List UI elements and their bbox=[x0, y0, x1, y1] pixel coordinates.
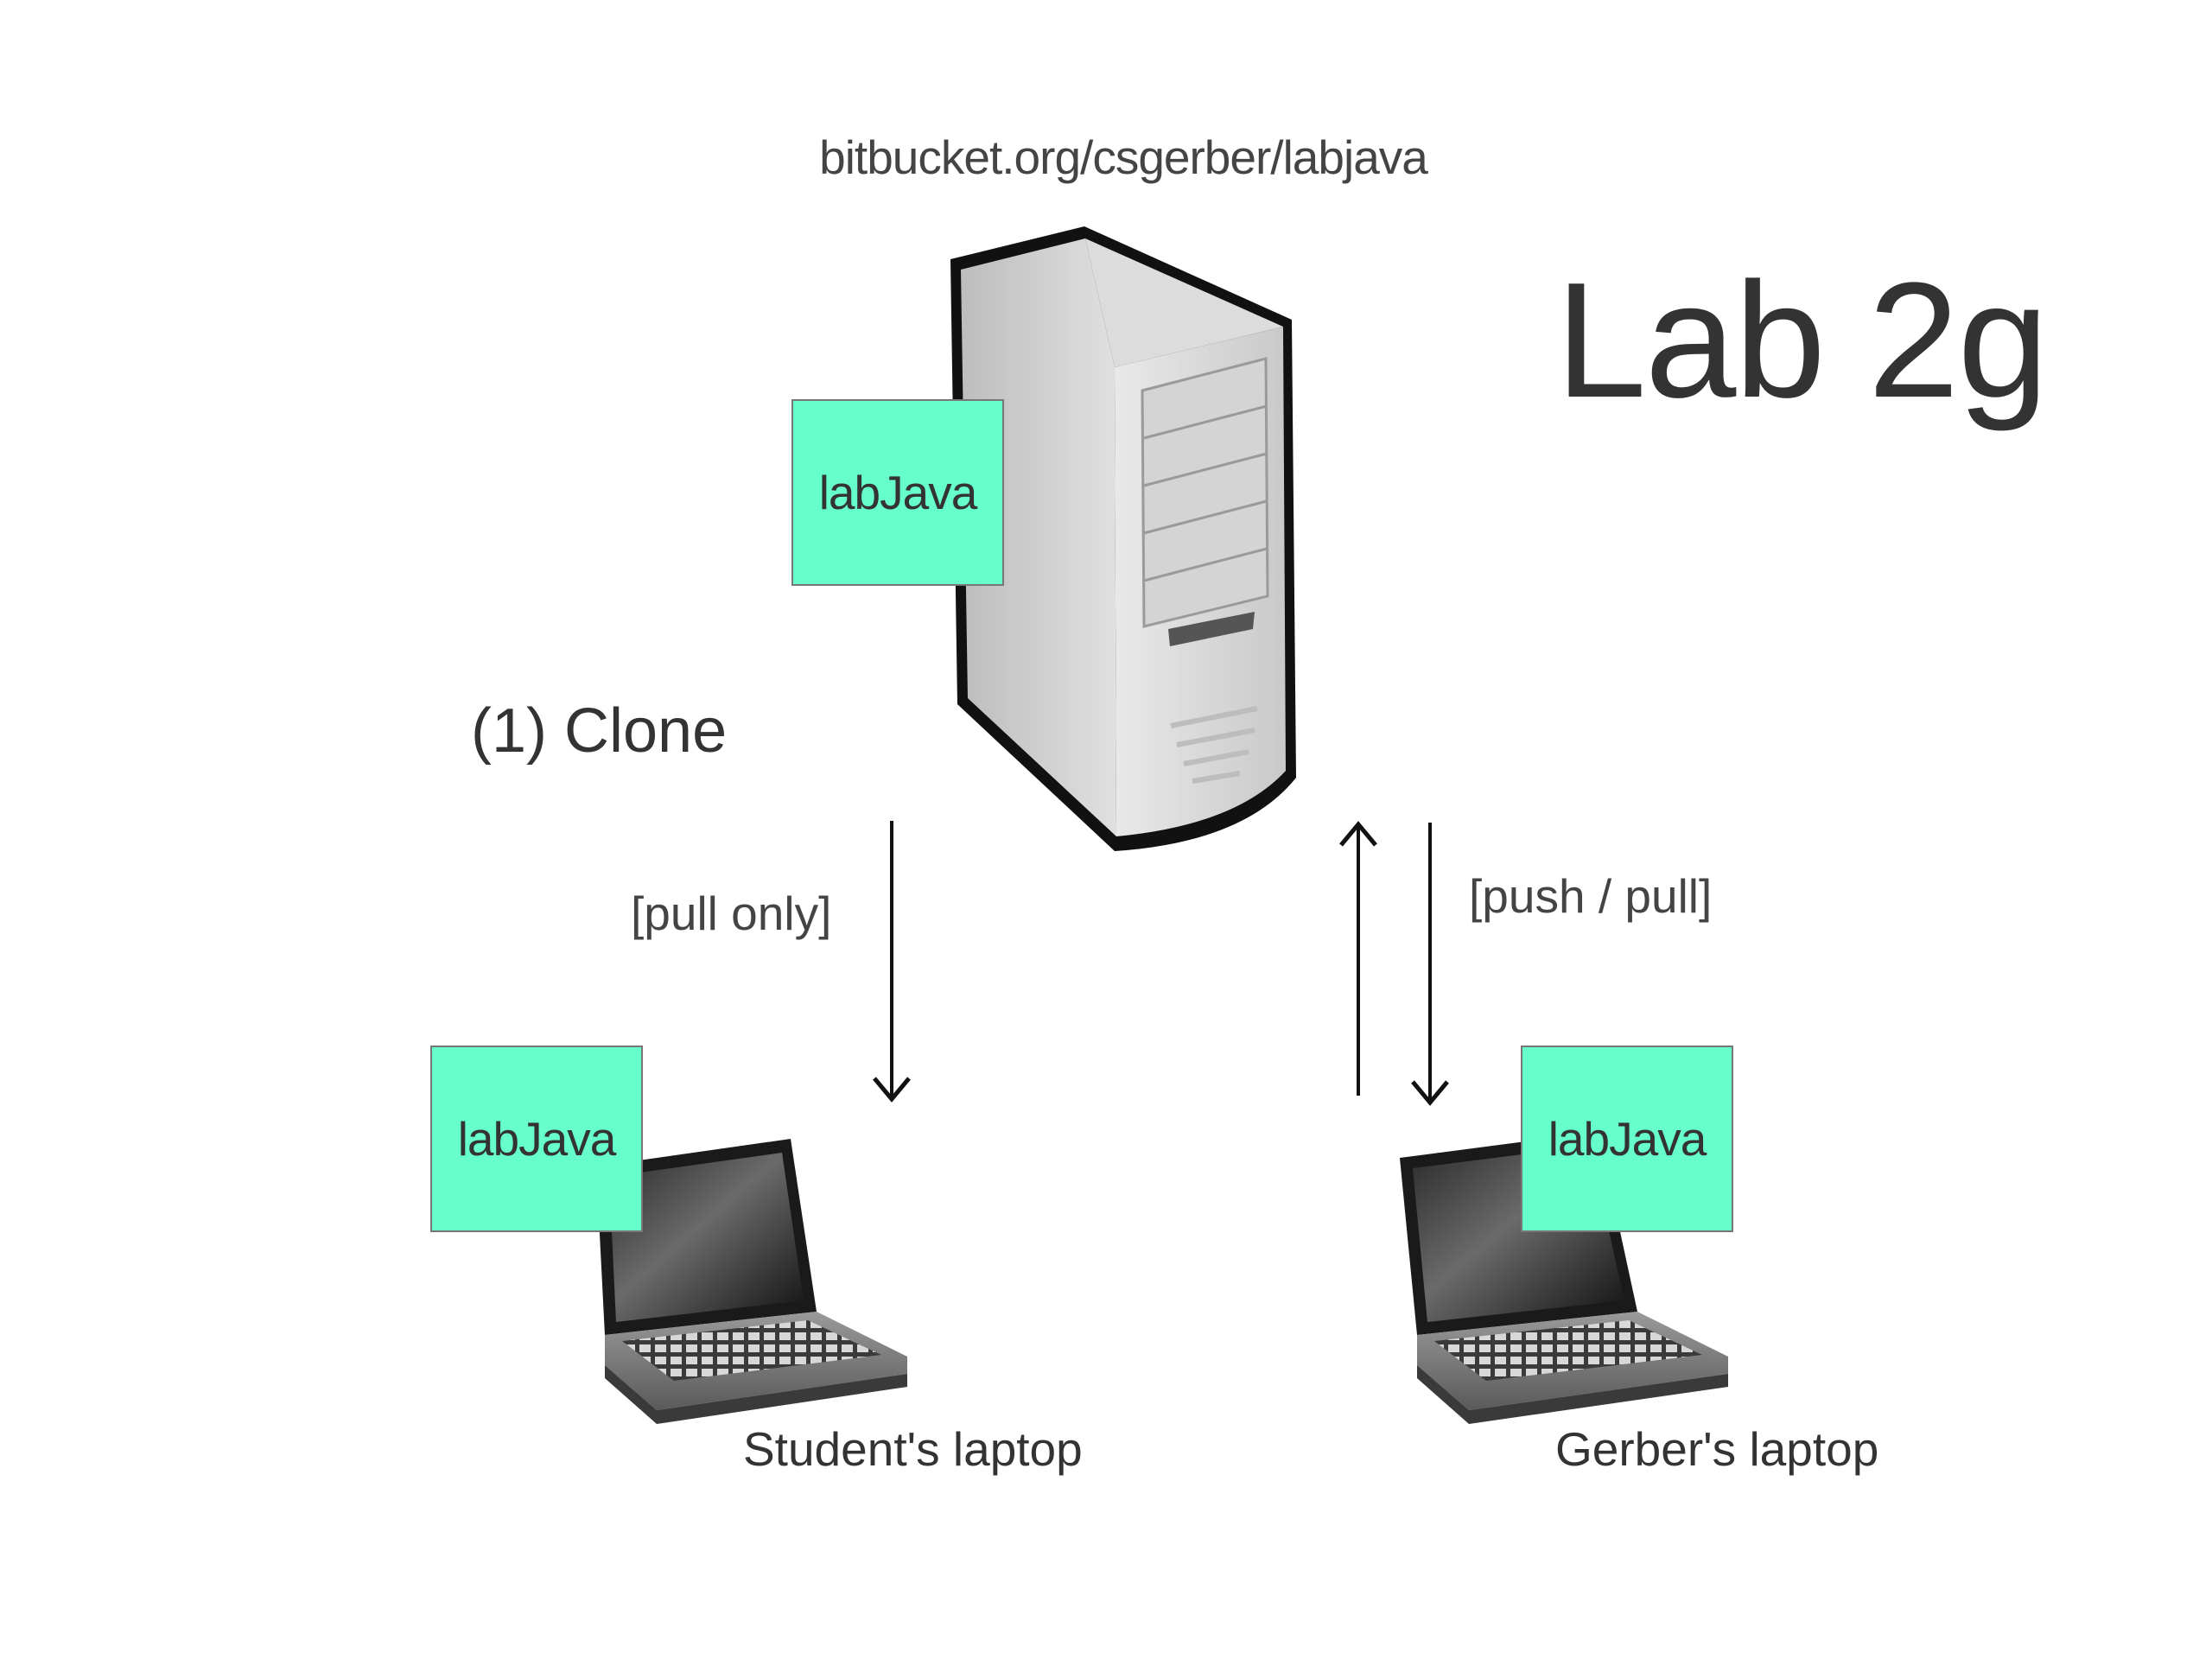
repo-box-student: labJava bbox=[430, 1046, 643, 1232]
arrow-label-gerber: [push / pull] bbox=[1469, 869, 1713, 923]
server-url: bitbucket.org/csgerber/labjava bbox=[819, 130, 1428, 184]
repo-box-server: labJava bbox=[791, 399, 1004, 586]
repo-label: labJava bbox=[1548, 1112, 1707, 1166]
laptop-icon bbox=[596, 1139, 907, 1424]
repo-label: labJava bbox=[818, 466, 978, 519]
repo-box-gerber: labJava bbox=[1521, 1046, 1733, 1232]
laptop-caption-student: Student's laptop bbox=[743, 1422, 1083, 1476]
arrow-down-icon bbox=[873, 821, 911, 1103]
repo-label: labJava bbox=[457, 1112, 617, 1166]
arrow-down-icon bbox=[1411, 823, 1449, 1106]
server-icon bbox=[950, 226, 1296, 851]
laptop-caption-gerber: Gerber's laptop bbox=[1555, 1422, 1879, 1476]
step-label: (1) Clone bbox=[471, 696, 728, 766]
slide-title: Lab 2g bbox=[1555, 249, 2049, 432]
arrow-label-student: [pull only] bbox=[631, 887, 832, 940]
arrow-up-icon bbox=[1339, 821, 1377, 1096]
